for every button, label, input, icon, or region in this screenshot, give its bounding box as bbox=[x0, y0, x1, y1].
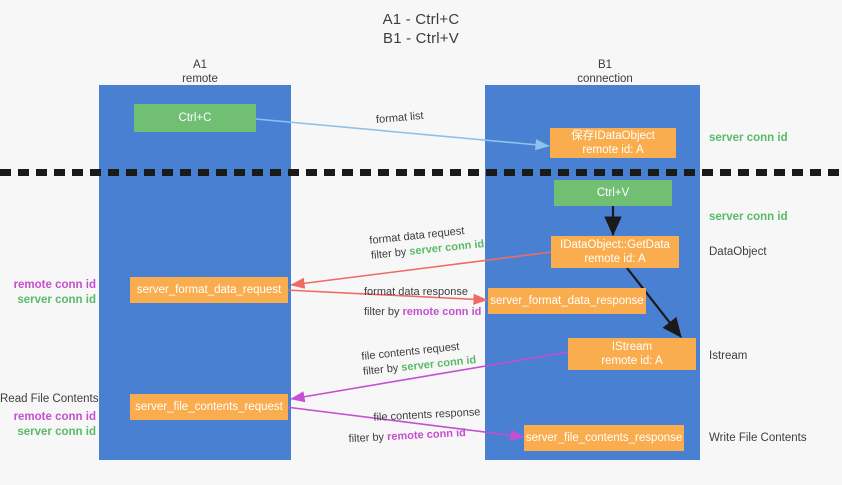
lane-header-a1-name: A1 bbox=[192, 59, 208, 71]
node-server-file-contents-request-label: server_file_contents_request bbox=[135, 401, 283, 413]
node-server-file-contents-response[interactable]: server_file_contents_response bbox=[524, 425, 684, 451]
node-idataobject-getdata-line2: remote id: A bbox=[584, 253, 646, 265]
node-server-file-contents-response-label: server_file_contents_response bbox=[525, 432, 683, 444]
edge-label-file-contents-response-line1: file contents response bbox=[373, 406, 481, 424]
node-istream-line1: IStream bbox=[611, 341, 653, 353]
edge-label-file-contents-request: file contents request filter by server c… bbox=[361, 338, 477, 380]
node-server-format-data-response[interactable]: server_format_data_response bbox=[488, 288, 646, 314]
lane-header-a1: A1 remote bbox=[140, 58, 260, 86]
diagram-title: A1 - Ctrl+C B1 - Ctrl+V bbox=[0, 10, 842, 48]
edge-label-format-data-response-line2: filter by remote conn id bbox=[364, 306, 482, 318]
node-istream[interactable]: IStream remote id: A bbox=[568, 338, 696, 370]
node-ctrl-c-label: Ctrl+C bbox=[178, 112, 212, 124]
edge-label-format-list: format list bbox=[375, 109, 425, 127]
lane-header-b1: B1 connection bbox=[545, 58, 665, 86]
node-idataobject-getdata-line1: IDataObject::GetData bbox=[560, 239, 670, 251]
phase-separator-line bbox=[0, 169, 842, 176]
node-ctrl-v[interactable]: Ctrl+V bbox=[554, 180, 672, 206]
node-save-idataobject[interactable]: 保存IDataObject remote id: A bbox=[550, 128, 676, 158]
annotation-read-file-contents: Read File Contents bbox=[0, 393, 99, 405]
node-ctrl-v-label: Ctrl+V bbox=[596, 187, 630, 199]
lane-header-b1-role: connection bbox=[577, 73, 633, 85]
annotation-mid-remote-conn-id: remote conn id bbox=[13, 279, 96, 291]
title-line-1: A1 - Ctrl+C bbox=[382, 11, 460, 28]
annotation-server-conn-id-mid: server conn id bbox=[709, 211, 788, 223]
node-idataobject-getdata[interactable]: IDataObject::GetData remote id: A bbox=[551, 236, 679, 268]
edge-label-format-data-request: format data request filter by server con… bbox=[369, 222, 485, 264]
annotation-dataobject: DataObject bbox=[709, 246, 767, 258]
node-save-idataobject-line2: remote id: A bbox=[582, 144, 644, 156]
annotation-bottom-remote-conn-id: remote conn id bbox=[13, 411, 96, 423]
edge-label-file-contents-response-line2: filter by remote conn id bbox=[348, 427, 467, 446]
title-line-2: B1 - Ctrl+V bbox=[383, 30, 459, 47]
edge-label-format-data-response-line1: format data response bbox=[364, 286, 468, 298]
node-server-format-data-request[interactable]: server_format_data_request bbox=[130, 277, 288, 303]
node-ctrl-c[interactable]: Ctrl+C bbox=[134, 104, 256, 132]
annotation-read-file-contents-block: Read File Contents remote conn id server… bbox=[0, 392, 99, 440]
annotation-server-conn-id-top: server conn id bbox=[709, 132, 788, 144]
node-server-format-data-response-label: server_format_data_response bbox=[490, 295, 644, 307]
edge-label-format-data-response: format data response filter by remote co… bbox=[364, 285, 481, 320]
annotation-mid-conn-ids: remote conn id server conn id bbox=[0, 278, 96, 308]
node-server-format-data-request-label: server_format_data_request bbox=[136, 284, 282, 296]
lane-header-a1-role: remote bbox=[182, 73, 218, 85]
annotation-mid-server-conn-id: server conn id bbox=[17, 294, 96, 306]
lane-header-b1-name: B1 bbox=[597, 59, 613, 71]
annotation-istream: Istream bbox=[709, 350, 748, 362]
node-server-file-contents-request[interactable]: server_file_contents_request bbox=[130, 394, 288, 420]
node-istream-line2: remote id: A bbox=[601, 355, 663, 367]
node-save-idataobject-line1: 保存IDataObject bbox=[571, 130, 655, 142]
annotation-bottom-server-conn-id: server conn id bbox=[17, 426, 96, 438]
edge-label-file-contents-response: file contents response filter by remote … bbox=[348, 405, 482, 446]
annotation-write-file-contents: Write File Contents bbox=[709, 432, 807, 444]
